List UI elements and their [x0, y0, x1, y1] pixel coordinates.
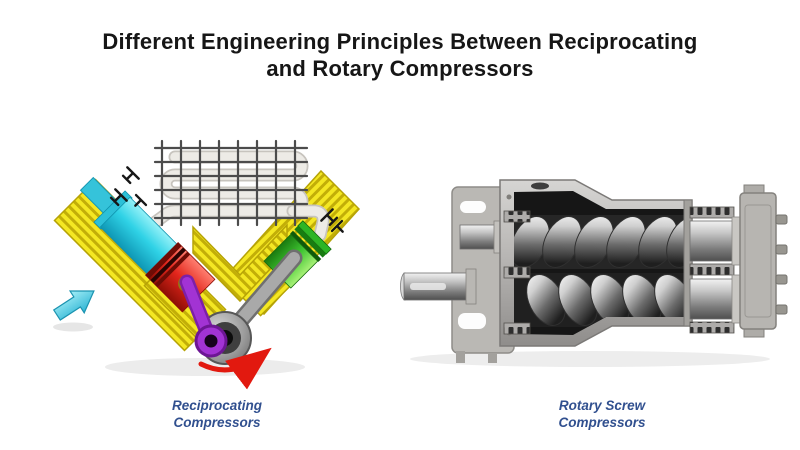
rotation-arrow-icon	[198, 347, 272, 390]
connecting-rod-purple	[179, 274, 228, 358]
stud-bolt	[775, 304, 788, 315]
caption-rotary-line2: Compressors	[558, 415, 646, 430]
stud-bolt	[775, 274, 788, 285]
rotary-screw-compressor-render	[400, 179, 788, 367]
intake-arrow-icon	[52, 290, 95, 321]
piston-crown	[297, 220, 332, 255]
page-title: Different Engineering Principles Between…	[0, 28, 800, 82]
stud-bolt	[775, 214, 788, 225]
keyway	[410, 283, 446, 290]
drive-shaft	[400, 268, 477, 305]
stud-bolt	[775, 244, 788, 255]
reciprocating-compressor-illustration	[52, 139, 361, 390]
caption-rotary-screw: Rotary Screw Compressors	[492, 397, 712, 431]
ground-shadow	[410, 351, 770, 367]
rear-end-plate	[739, 184, 788, 338]
coil-wire-grid	[153, 139, 309, 227]
caption-rotary-line1: Rotary Screw	[558, 398, 646, 413]
left-bearings	[503, 210, 531, 335]
casing-wall	[683, 199, 693, 327]
arrow-shadow	[53, 322, 93, 332]
caption-reciprocating-line1: Reciprocating	[171, 398, 263, 413]
caption-reciprocating-line2: Compressors	[173, 415, 261, 430]
condenser-coil	[128, 150, 330, 244]
page-title-line2: and Rotary Compressors	[266, 56, 534, 81]
page-title-line1: Different Engineering Principles Between…	[102, 29, 698, 54]
caption-reciprocating: Reciprocating Compressors	[107, 397, 327, 431]
valve-symbols	[109, 166, 344, 233]
right-bearings	[689, 206, 745, 334]
